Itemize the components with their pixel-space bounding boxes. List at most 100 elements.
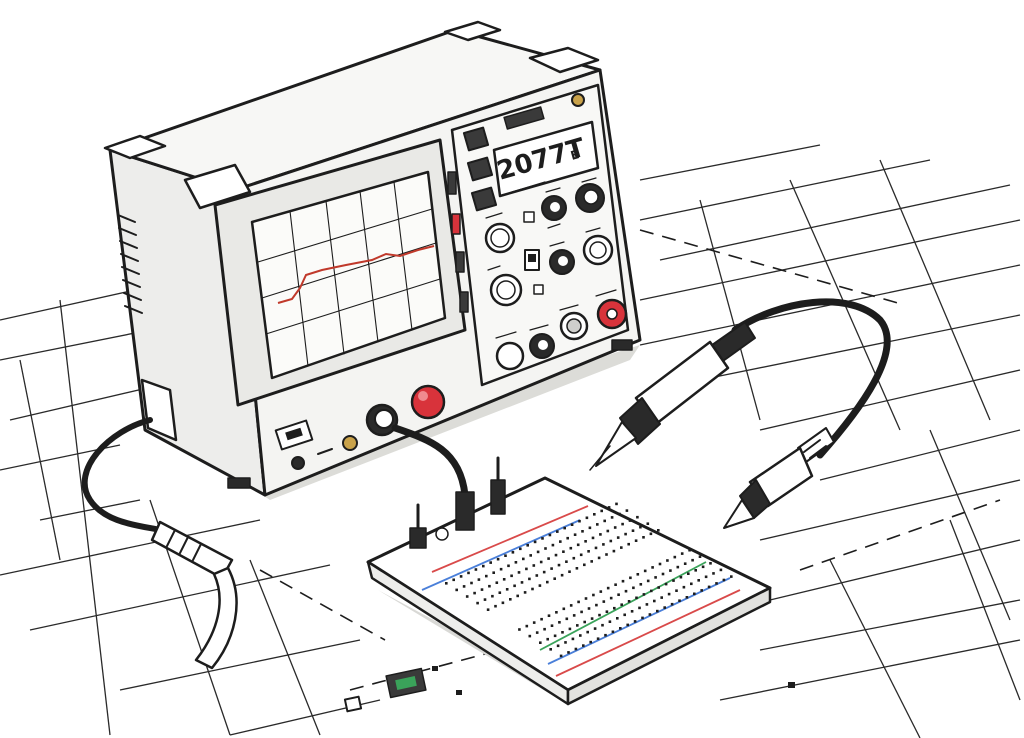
breadboard-hole [621, 522, 624, 526]
breadboard-hole [634, 539, 638, 542]
breadboard-base [366, 476, 772, 692]
breadboard-hole [599, 533, 602, 536]
breadboard-hole [568, 570, 571, 573]
digital-display [492, 120, 600, 198]
breadboard-hole [486, 608, 490, 611]
breadboard-hole [700, 589, 703, 592]
breadboard-hole [624, 532, 627, 536]
breadboard-hole [569, 546, 573, 550]
breadboard-hole [704, 575, 708, 579]
breadboard-hole [551, 543, 555, 547]
breadboard-hole [620, 603, 623, 606]
focus-knob-ring [496, 280, 516, 300]
breadboard-hole [494, 604, 497, 608]
breadboard-hole [470, 581, 473, 585]
breadboard-hole [618, 512, 621, 516]
breadboard-hole [701, 565, 705, 569]
breadboard-hole [498, 591, 502, 594]
breadboard-hole [589, 640, 592, 644]
breadboard-hole [554, 553, 558, 557]
breadboard-hole [560, 573, 564, 577]
small-dot-2 [456, 690, 462, 695]
breadboard-hole [657, 529, 660, 532]
breadboard-hole [539, 641, 542, 644]
breadboard-hole [633, 620, 637, 623]
breadboard-hole [649, 532, 653, 536]
breadboard-hole [559, 540, 562, 543]
red-knob-highlight [418, 391, 428, 401]
breadboard-hole [585, 516, 589, 520]
breadboard-hole [452, 578, 455, 582]
breadboard-hole [605, 610, 609, 613]
breadboard-hole [625, 509, 629, 512]
breadboard-hole [576, 543, 580, 547]
focus-knob[interactable] [489, 273, 523, 307]
breadboard-hole [688, 548, 691, 552]
breadboard-hole [693, 592, 696, 596]
breadboard-hole [642, 593, 646, 596]
breadboard-hole [495, 581, 499, 584]
breadboard-hole [670, 602, 674, 606]
side-button-2[interactable] [451, 213, 461, 235]
breadboard-hole [615, 502, 618, 506]
breadboard-hole [600, 509, 603, 513]
breadboard-hole [694, 569, 697, 572]
breadboard-hole [482, 564, 485, 568]
breadboard-hole [574, 647, 578, 651]
small-square-part [343, 695, 363, 713]
breadboard-hole [697, 579, 700, 582]
menu-button-3[interactable] [470, 186, 498, 212]
probe-tip [595, 421, 637, 467]
intensity-knob-ring [490, 228, 510, 248]
breadboard-hole [549, 648, 552, 651]
breadboard-hole [572, 556, 576, 560]
red-power-knob[interactable] [410, 384, 446, 420]
foot-left [227, 477, 251, 489]
side-button-1[interactable] [447, 171, 457, 195]
breadboard-hole [715, 582, 718, 585]
intensity-knob[interactable] [484, 222, 516, 254]
breadboard-hole [502, 578, 506, 581]
breadboard-hole [636, 515, 639, 519]
breadboard-hole [572, 614, 576, 617]
scale-knob[interactable] [495, 341, 525, 371]
breadboard-hole [608, 620, 612, 623]
breadboard-hole [660, 596, 663, 599]
level-knob[interactable] [582, 234, 614, 266]
breadboard-hole [562, 607, 566, 611]
breadboard-hole [445, 582, 448, 585]
breadboard-hole [642, 536, 645, 539]
small-parts [343, 666, 795, 713]
breadboard-hole [614, 583, 617, 586]
bnc-connector[interactable] [342, 435, 358, 451]
breadboard-hole [566, 536, 569, 540]
side-button-4[interactable] [459, 291, 469, 313]
breadboard-hole [586, 630, 589, 634]
breadboard-hole [604, 633, 607, 637]
breadboard-hole [576, 624, 579, 627]
breadboard-hole [522, 557, 525, 561]
input-jack[interactable] [291, 456, 305, 470]
menu-button-1[interactable] [462, 126, 490, 152]
menu-button-2[interactable] [466, 156, 494, 182]
breadboard-hole [519, 547, 522, 551]
breadboard-hole [580, 610, 583, 614]
breadboard-hole [612, 549, 616, 553]
red-terminal-hole [606, 308, 618, 320]
breadboard-hole [567, 651, 570, 654]
side-button-3[interactable] [455, 251, 465, 273]
bezel-corner-bottom [140, 378, 178, 442]
breadboard-hole [477, 578, 481, 581]
breadboard-hole [548, 533, 552, 537]
offset-knob-cap [538, 340, 548, 350]
breadboard-holes [445, 502, 733, 658]
panel-label-scribbles [485, 177, 617, 339]
brand-label [503, 106, 545, 130]
breadboard-hole [597, 556, 601, 560]
breadboard-hole [510, 574, 513, 578]
breadboard-hole [607, 506, 611, 509]
breadboard-hole [520, 581, 524, 584]
bnc-plug [455, 491, 475, 531]
breadboard-hole [641, 616, 644, 620]
breadboard-hole [663, 606, 666, 609]
